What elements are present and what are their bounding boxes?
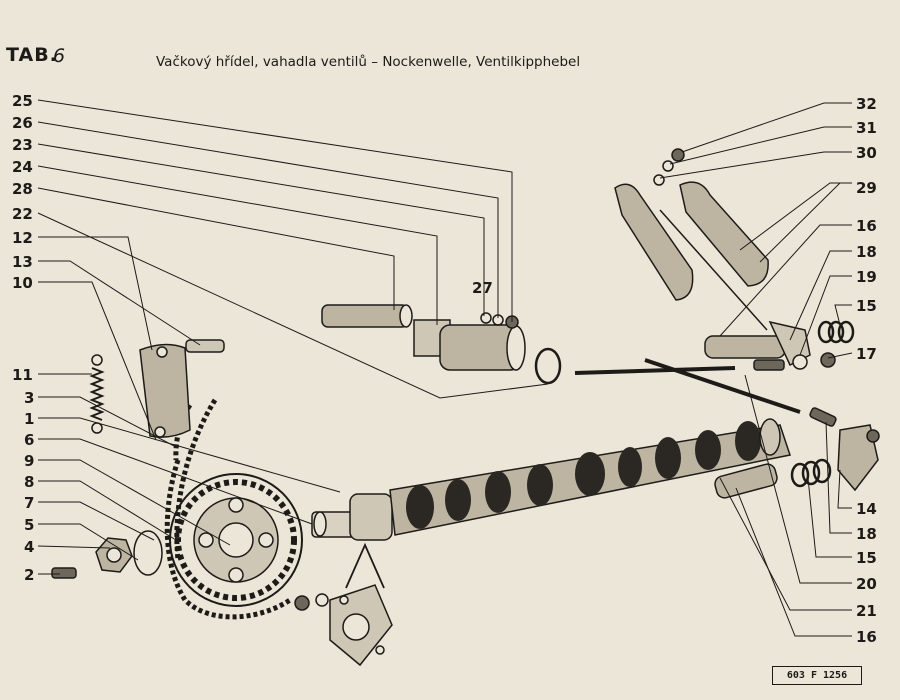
valve-spring-15b: [790, 458, 832, 488]
chain-tensioner: [139, 343, 191, 438]
callout-18-bottom: 18: [856, 525, 877, 543]
thrust-flange: [329, 584, 393, 667]
callout-11: 11: [12, 366, 33, 384]
callout-15-top: 15: [856, 297, 877, 315]
callout-19: 19: [856, 268, 877, 286]
assembly-arrow-flange: [345, 542, 385, 589]
washer-30: [653, 174, 665, 186]
callout-labels: 25 26 23 24 28 22 12 13 10 11 3 1 6 9 8 …: [12, 92, 877, 646]
tappet-16: [714, 463, 778, 499]
callout-20: 20: [856, 575, 877, 593]
callout-15-bottom: 15: [856, 549, 877, 567]
leader-lines: [37, 99, 853, 637]
callout-24: 24: [12, 158, 33, 176]
diagram-title: Vačkový hřídel, vahadla ventilů – Nocken…: [156, 54, 581, 70]
callout-5: 5: [24, 516, 34, 534]
callout-30: 30: [856, 144, 877, 162]
header: TAB. 6 Vačkový hřídel, vahadla ventilů –…: [0, 0, 900, 80]
callout-31: 31: [856, 119, 877, 137]
callout-12: 12: [12, 229, 33, 247]
catalog-stamp: 603 F 1256: [772, 666, 862, 685]
callout-26: 26: [12, 114, 33, 132]
callout-9: 9: [24, 452, 34, 470]
rocker-arm: [704, 320, 836, 371]
callout-18-top: 18: [856, 243, 877, 261]
tensioner-pin: [185, 339, 225, 353]
camshaft-sprocket: [169, 473, 303, 607]
callout-28: 28: [12, 180, 33, 198]
callout-21: 21: [856, 602, 877, 620]
callout-2: 2: [24, 566, 34, 584]
flange-nut: [294, 595, 310, 611]
nut-32: [671, 148, 685, 162]
washer-27a: [480, 312, 492, 324]
callout-4: 4: [24, 538, 34, 556]
flange-washer: [315, 593, 329, 607]
washer-31: [662, 160, 674, 172]
parts-drawing: [51, 148, 880, 667]
grub-screw: [51, 567, 77, 579]
tab-label: TAB.: [6, 44, 58, 66]
adjusting-screw: [809, 407, 837, 427]
tappet-housing: [413, 319, 562, 385]
assembly-arrow-bracket: [659, 209, 768, 331]
push-rod-lower: [644, 358, 801, 414]
callout-27: 27: [472, 279, 493, 297]
push-rod-upper: [574, 366, 736, 375]
callout-22: 22: [12, 205, 33, 223]
rocker-shaft: [321, 304, 413, 328]
tab-number: 6: [53, 45, 66, 67]
callout-29: 29: [856, 179, 877, 197]
valve-spring-15a: [817, 320, 855, 344]
callout-32: 32: [856, 95, 877, 113]
callout-1: 1: [24, 410, 34, 428]
callout-8: 8: [24, 473, 34, 491]
camshaft: [311, 418, 791, 541]
sprocket-washer: [133, 530, 163, 576]
callout-16-top: 16: [856, 217, 877, 235]
tension-spring: [89, 354, 105, 434]
callout-23: 23: [12, 136, 33, 154]
callout-13: 13: [12, 253, 33, 271]
callout-16-bottom: 16: [856, 628, 877, 646]
callout-3: 3: [24, 389, 34, 407]
callout-7: 7: [24, 494, 34, 512]
rocker-arm-lower: [837, 424, 880, 492]
sprocket-nut: [95, 537, 133, 573]
rocker-bracket-pair: [614, 181, 769, 301]
callout-25: 25: [12, 92, 33, 110]
callout-14: 14: [856, 500, 877, 518]
callout-6: 6: [24, 431, 34, 449]
callout-17: 17: [856, 345, 877, 363]
callout-10: 10: [12, 274, 33, 292]
